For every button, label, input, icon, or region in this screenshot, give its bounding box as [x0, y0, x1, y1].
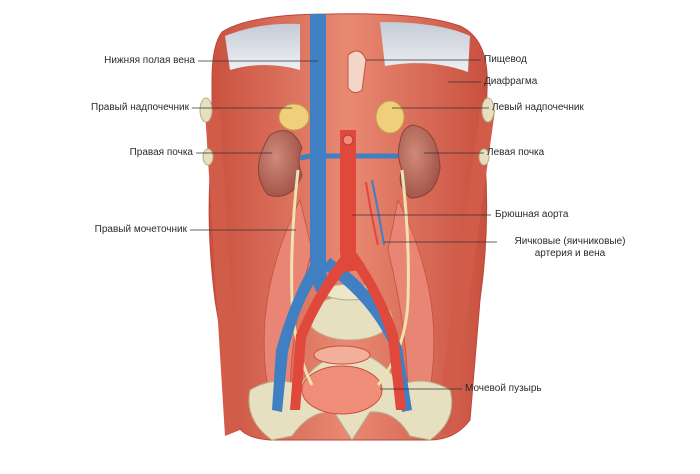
label-bladder: Мочевой пузырь [465, 383, 542, 394]
gonadal-artery [365, 181, 379, 246]
label-right-ureter: Правый мочеточник [94, 224, 187, 235]
label-right-adrenal: Правый надпочечник [91, 102, 189, 113]
label-esophagus: Пищевод [484, 54, 527, 65]
label-left-kidney: Левая почка [487, 147, 545, 158]
bladder-shape [301, 365, 383, 415]
label-ivc: Нижняя полая вена [104, 55, 195, 66]
left-kidney-shape [397, 124, 441, 199]
right-iliac-artery [290, 255, 350, 410]
celiac-trunk [342, 134, 354, 146]
left-adrenal-shape [375, 100, 405, 134]
label-abdominal-aorta: Брюшная аорта [495, 209, 569, 220]
label-right-kidney: Правая почка [129, 147, 193, 158]
label-gonadal-line1: Яичковые (яичниковые) [514, 236, 626, 247]
right-iliac-vein [272, 262, 322, 412]
gonadal-vessels [371, 179, 385, 246]
left-wall [205, 110, 240, 436]
left-iliac-artery [350, 252, 406, 410]
esophagus-shape [347, 50, 367, 94]
label-gonadal-line2: артерия и вена [534, 248, 606, 259]
right-kidney-shape [258, 130, 303, 197]
rib-left-2 [202, 148, 214, 166]
right-wall [435, 110, 495, 436]
rib-left-1 [199, 97, 213, 123]
right-adrenal-shape [278, 103, 310, 131]
bladder-top [313, 345, 371, 365]
label-diaphragm: Диафрагма [484, 76, 538, 87]
label-gonadal: Яичковые (яичниковые) артерия и вена [500, 236, 640, 260]
central-tendon-left [225, 23, 300, 70]
aorta-shape [340, 130, 360, 272]
rib-right-1 [481, 97, 495, 123]
central-tendon-right [380, 22, 470, 72]
label-left-adrenal: Левый надпочечник [492, 102, 584, 113]
leader-lines [190, 59, 497, 390]
ivc-shape [310, 14, 330, 292]
psoas-right [387, 198, 435, 401]
renal-veins [299, 153, 398, 161]
